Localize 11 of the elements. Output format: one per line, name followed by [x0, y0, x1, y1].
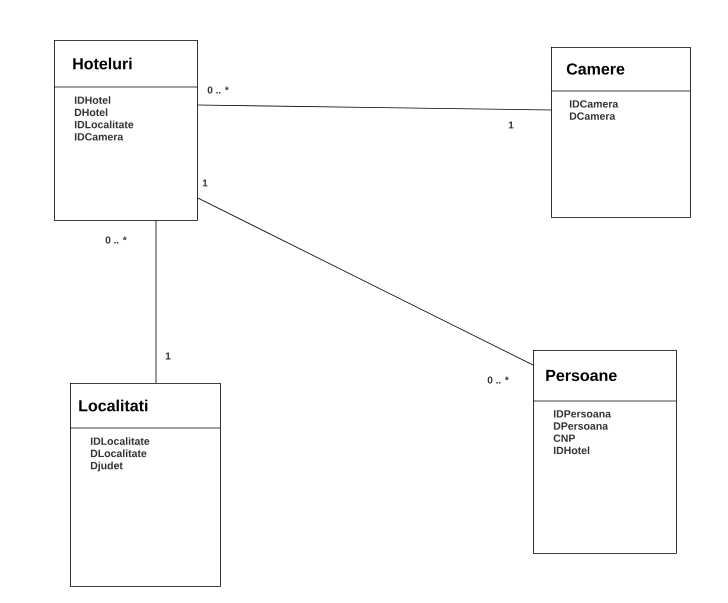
class-box: Camere IDCamera DCamera: [550, 47, 691, 218]
multiplicity-label: 1: [166, 352, 170, 360]
class-box: Localitati IDLocalitate DLocalitate Djudet: [70, 383, 221, 587]
multiplicity-label: 1: [508, 122, 514, 128]
multiplicity-label: 0 .. *: [208, 86, 229, 94]
multiplicity-label: 0 .. *: [488, 376, 509, 384]
association-line: [197, 104, 552, 110]
class-box: Hoteluri IDHotel DHotel IDLocalitate IDCamera: [54, 40, 198, 221]
multiplicity-label: 0 .. *: [106, 236, 127, 244]
association-line: [197, 198, 534, 366]
class-box: Persoane IDPersoana DPersoana CNP IDHotel: [532, 350, 677, 554]
